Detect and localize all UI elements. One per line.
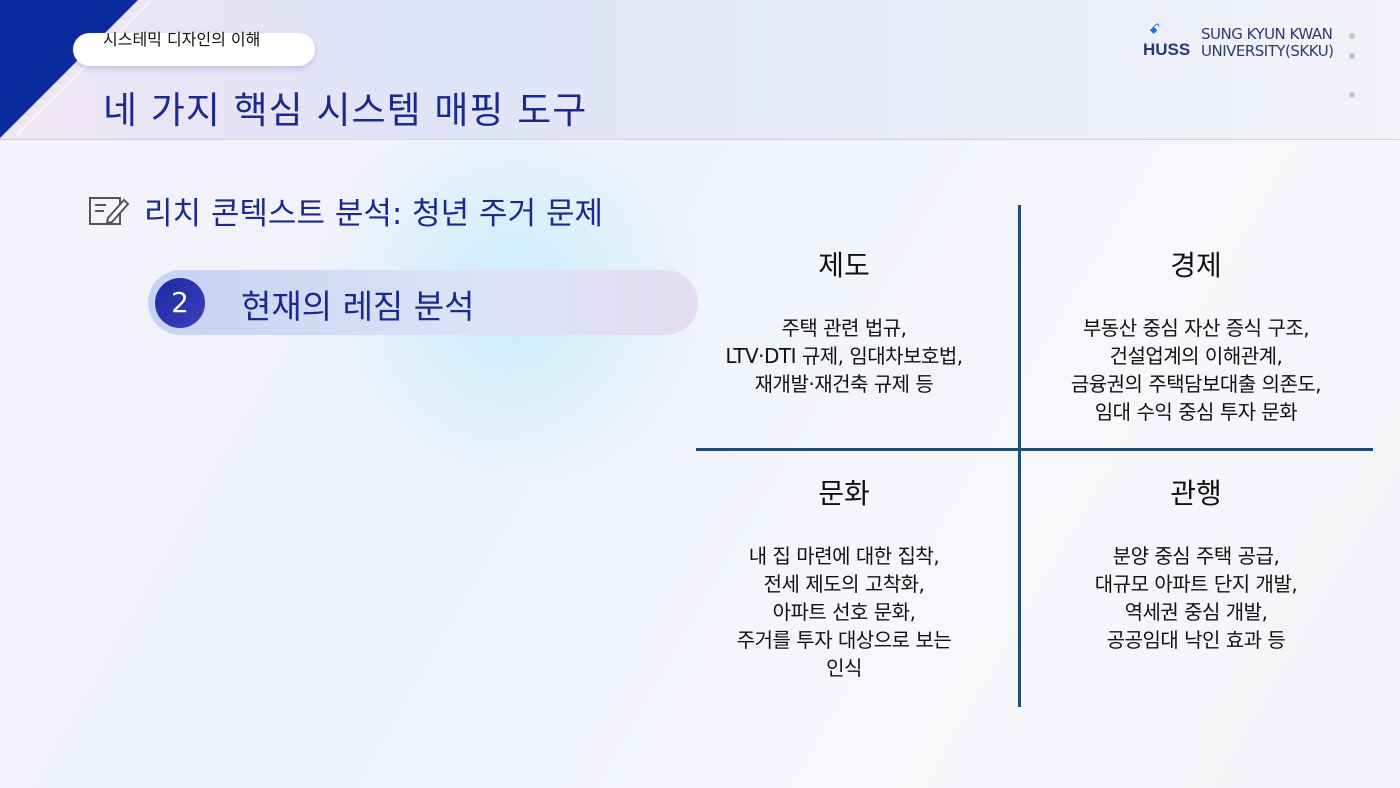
header-band — [0, 0, 1400, 140]
step-label: 현재의 레짐 분석 — [241, 287, 475, 326]
decor-dot — [1349, 92, 1355, 98]
university-name: SUNG KYUN KWAN UNIVERSITY(SKKU) — [1201, 25, 1334, 60]
corner-decoration — [0, 0, 138, 138]
grid-vertical-divider — [1018, 205, 1021, 707]
quadrant-economy: 경제 부동산 중심 자산 증식 구조, 건설업계의 이해관계, 금융권의 주택담… — [1036, 244, 1356, 426]
quadrant-body: 부동산 중심 자산 증식 구조, 건설업계의 이해관계, 금융권의 주택담보대출… — [1070, 316, 1322, 424]
quadrant-title: 제도 — [818, 249, 870, 282]
step-number: 2 — [155, 278, 205, 328]
quadrant-title: 관행 — [1170, 477, 1222, 510]
quadrant-body: 분양 중심 주택 공급, 대규모 아파트 단지 개발, 역세권 중심 개발, 공… — [1094, 544, 1298, 652]
page-title: 네 가지 핵심 시스템 매핑 도구 — [103, 89, 588, 132]
subheading: 리치 콘텍스트 분석: 청년 주거 문제 — [88, 188, 603, 233]
quadrant-practice: 관행 분양 중심 주택 공급, 대규모 아파트 단지 개발, 역세권 중심 개발… — [1036, 472, 1356, 654]
quadrant-institution: 제도 주택 관련 법규, LTV·DTI 규제, 임대차보호법, 재개발·재건축… — [684, 244, 1004, 398]
quadrant-title: 경제 — [1170, 249, 1222, 282]
course-tag: 시스테믹 디자인의 이해 — [73, 30, 315, 66]
quadrant-body: 주택 관련 법규, LTV·DTI 규제, 임대차보호법, 재개발·재건축 규제… — [725, 316, 963, 396]
huss-logo-text: HUSS — [1143, 40, 1191, 59]
huss-logo-icon: ꗃ — [1149, 22, 1161, 38]
grid-horizontal-divider — [696, 448, 1373, 451]
step-pill: 2 현재의 레짐 분석 — [148, 270, 698, 335]
edit-note-icon — [89, 196, 130, 225]
decor-dot — [1349, 33, 1355, 39]
course-tag-text: 시스테믹 디자인의 이해 — [103, 30, 261, 49]
quadrant-culture: 문화 내 집 마련에 대한 집착, 전세 제도의 고착화, 아파트 선호 문화,… — [684, 472, 1004, 682]
subheading-text: 리치 콘텍스트 분석: 청년 주거 문제 — [144, 196, 603, 232]
quadrant-body: 내 집 마련에 대한 집착, 전세 제도의 고착화, 아파트 선호 문화, 주거… — [736, 544, 952, 680]
decor-dot — [1349, 53, 1355, 59]
quadrant-title: 문화 — [818, 477, 870, 510]
